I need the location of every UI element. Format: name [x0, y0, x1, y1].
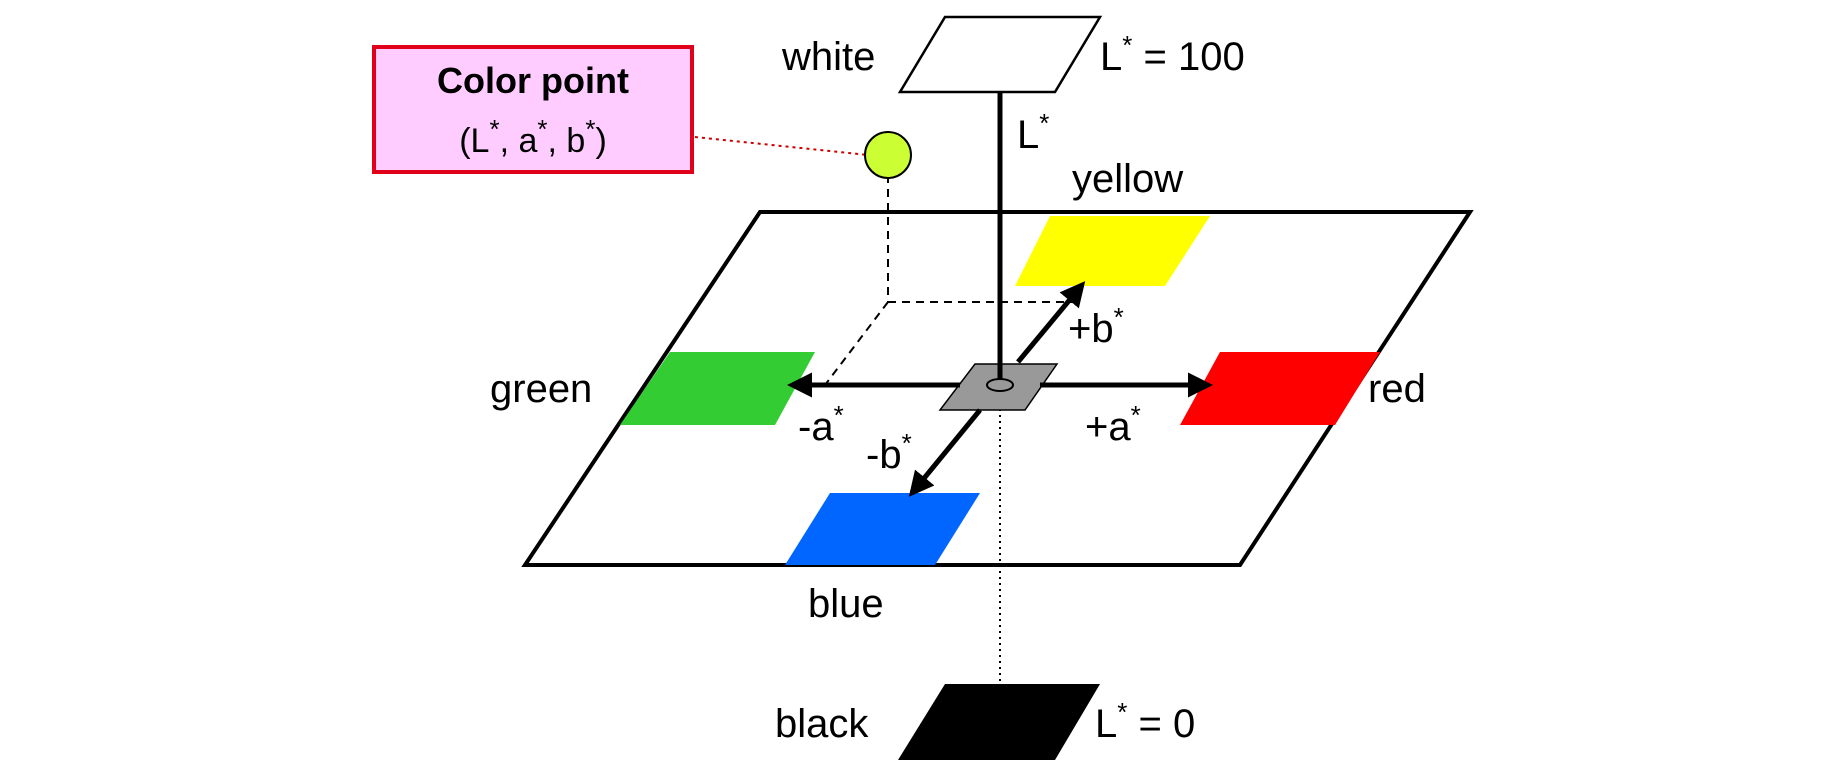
label-l-100: L* = 100: [1100, 30, 1245, 79]
label-blue: blue: [808, 582, 884, 626]
color-point-callout-box: [372, 45, 694, 174]
label-minus-b: -b*: [866, 428, 912, 477]
callout-leader-dotted: [694, 136, 869, 156]
color-point-marker: [864, 131, 912, 179]
label-green: green: [490, 367, 592, 411]
label-plus-a: +a*: [1085, 400, 1141, 449]
label-plus-b: +b*: [1068, 302, 1124, 351]
label-red: red: [1368, 367, 1426, 411]
label-minus-a: -a*: [798, 400, 844, 449]
label-black: black: [775, 702, 869, 746]
minus-b-axis-arrow: [908, 408, 982, 497]
center-neutral-patch: [938, 363, 1059, 411]
label-l-axis: L*: [1017, 108, 1049, 157]
projection-diagonal-dashed: [824, 301, 889, 386]
green-patch: [620, 352, 815, 425]
blue-patch: [785, 493, 980, 565]
plus-b-axis-arrow: [1016, 281, 1086, 364]
callout-title: Color point: [437, 60, 629, 101]
label-yellow: yellow: [1072, 157, 1183, 201]
callout-coordinates: (L*, a*, b*): [459, 114, 607, 160]
label-l-0: L* = 0: [1095, 697, 1195, 746]
label-white: white: [781, 35, 875, 79]
black-patch: [898, 684, 1100, 760]
yellow-patch: [1015, 216, 1210, 286]
red-patch: [1180, 352, 1380, 425]
white-patch: [897, 15, 1103, 94]
